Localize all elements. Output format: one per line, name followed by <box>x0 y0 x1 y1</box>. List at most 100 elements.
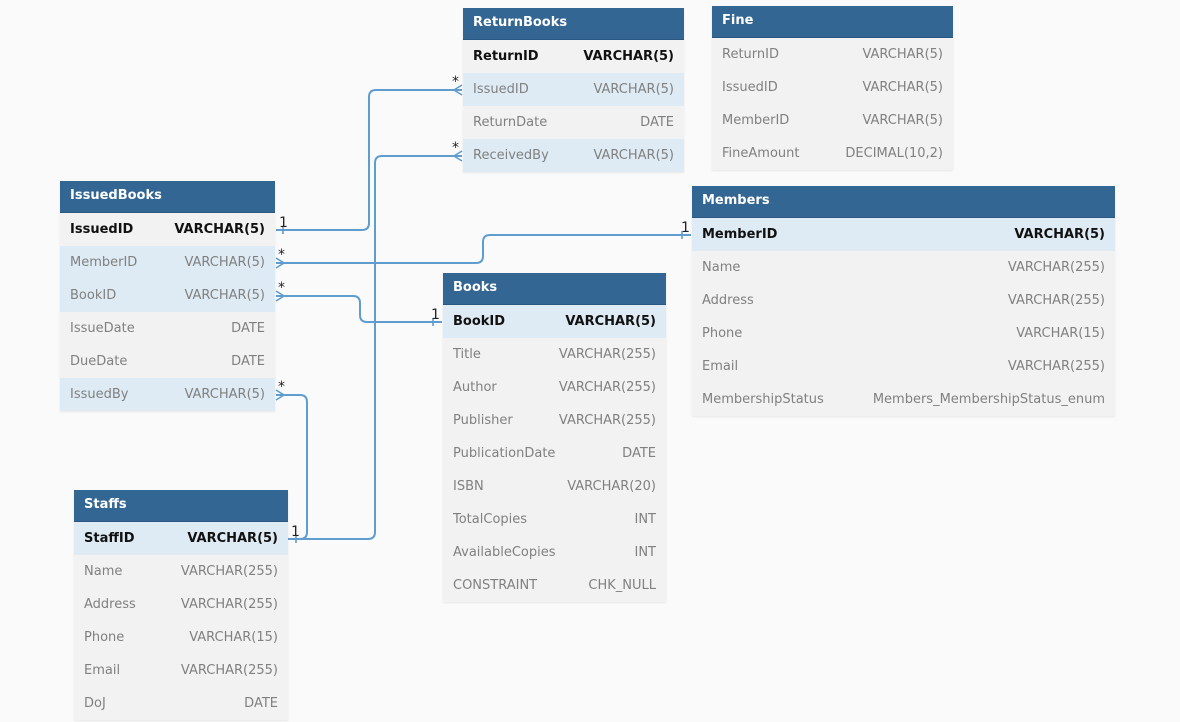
column-row[interactable]: Name VARCHAR(255) <box>74 555 288 588</box>
column-row[interactable]: IssuedID VARCHAR(5) <box>463 73 684 106</box>
column-row[interactable]: IssuedID VARCHAR(5) <box>712 71 953 104</box>
connector-bookid-issuedbooks <box>276 295 442 323</box>
table-fine[interactable]: Fine ReturnID VARCHAR(5) IssuedID VARCHA… <box>712 6 953 170</box>
connector-staffid-issuedby <box>276 394 308 540</box>
table-books[interactable]: Books BookID VARCHAR(5) Title VARCHAR(25… <box>443 273 666 602</box>
column-name: IssuedID <box>70 222 134 237</box>
column-type: VARCHAR(5) <box>184 255 265 270</box>
column-row[interactable]: AvailableCopies INT <box>443 536 666 569</box>
column-row[interactable]: Author VARCHAR(255) <box>443 371 666 404</box>
column-type: VARCHAR(20) <box>567 479 656 494</box>
table-header[interactable]: Staffs <box>74 490 288 522</box>
column-name: CONSTRAINT <box>453 578 538 593</box>
column-row[interactable]: MembershipStatus Members_MembershipStatu… <box>692 383 1115 416</box>
connector-memberid-issuedbooks <box>276 234 691 264</box>
column-row[interactable]: MemberID VARCHAR(5) <box>692 218 1115 251</box>
cardinality-one-label: 1 <box>431 307 440 323</box>
column-row[interactable]: BookID VARCHAR(5) <box>443 305 666 338</box>
table-header[interactable]: Books <box>443 273 666 305</box>
column-type: DATE <box>640 115 674 130</box>
column-row[interactable]: FineAmount DECIMAL(10,2) <box>712 137 953 170</box>
table-header[interactable]: Fine <box>712 6 953 38</box>
column-name: ReturnDate <box>473 115 548 130</box>
column-row[interactable]: ISBN VARCHAR(20) <box>443 470 666 503</box>
column-row[interactable]: DueDate DATE <box>60 345 275 378</box>
column-type: VARCHAR(5) <box>593 148 674 163</box>
column-row[interactable]: Address VARCHAR(255) <box>74 588 288 621</box>
column-type: DATE <box>244 696 278 711</box>
column-name: DueDate <box>70 354 128 369</box>
column-name: Phone <box>84 630 125 645</box>
column-row[interactable]: StaffID VARCHAR(5) <box>74 522 288 555</box>
column-row[interactable]: Email VARCHAR(255) <box>692 350 1115 383</box>
column-name: ReceivedBy <box>473 148 549 163</box>
column-row[interactable]: Phone VARCHAR(15) <box>692 317 1115 350</box>
crowfoot-returnbooks-issuedid <box>452 84 463 96</box>
column-type: Members_MembershipStatus_enum <box>872 392 1105 407</box>
column-name: BookID <box>70 288 117 303</box>
table-returnbooks[interactable]: ReturnBooks ReturnID VARCHAR(5) IssuedID… <box>463 8 684 172</box>
column-row[interactable]: MemberID VARCHAR(5) <box>712 104 953 137</box>
cardinality-one-label: 1 <box>681 220 690 236</box>
column-row[interactable]: ReturnDate DATE <box>463 106 684 139</box>
cardinality-one-label: 1 <box>291 524 300 540</box>
column-row[interactable]: IssuedID VARCHAR(5) <box>60 213 275 246</box>
cardinality-many-label: * <box>452 74 459 90</box>
column-row[interactable]: MemberID VARCHAR(5) <box>60 246 275 279</box>
column-name: IssueDate <box>70 321 135 336</box>
column-row[interactable]: Publisher VARCHAR(255) <box>443 404 666 437</box>
column-name: MemberID <box>702 227 778 242</box>
table-header[interactable]: Members <box>692 186 1115 218</box>
connector-issuedid-returnbooks <box>276 89 462 231</box>
column-row[interactable]: Phone VARCHAR(15) <box>74 621 288 654</box>
column-name: ReturnID <box>722 47 779 62</box>
column-type: DATE <box>231 354 265 369</box>
cardinality-many-label: * <box>278 280 285 296</box>
column-row[interactable]: Email VARCHAR(255) <box>74 654 288 687</box>
table-issuedbooks[interactable]: IssuedBooks IssuedID VARCHAR(5) MemberID… <box>60 181 275 411</box>
column-name: AvailableCopies <box>453 545 556 560</box>
column-name: Address <box>702 293 754 308</box>
column-row[interactable]: TotalCopies INT <box>443 503 666 536</box>
column-row[interactable]: DoJ DATE <box>74 687 288 720</box>
table-staffs[interactable]: Staffs StaffID VARCHAR(5) Name VARCHAR(2… <box>74 490 288 720</box>
column-type: VARCHAR(5) <box>187 531 278 546</box>
column-row[interactable]: BookID VARCHAR(5) <box>60 279 275 312</box>
column-name: Title <box>453 347 481 362</box>
table-header[interactable]: ReturnBooks <box>463 8 684 40</box>
column-type: VARCHAR(5) <box>184 387 265 402</box>
cardinality-many-label: * <box>278 247 285 263</box>
column-type: VARCHAR(5) <box>862 80 943 95</box>
column-row[interactable]: CONSTRAINT CHK_NULL <box>443 569 666 602</box>
column-name: IssuedID <box>473 82 529 97</box>
column-row[interactable]: ReceivedBy VARCHAR(5) <box>463 139 684 172</box>
column-type: VARCHAR(5) <box>862 47 943 62</box>
column-name: StaffID <box>84 531 135 546</box>
column-type: CHK_NULL <box>588 578 656 593</box>
column-row[interactable]: Name VARCHAR(255) <box>692 251 1115 284</box>
column-row[interactable]: IssueDate DATE <box>60 312 275 345</box>
column-type: VARCHAR(255) <box>558 380 656 395</box>
column-type: VARCHAR(255) <box>1007 260 1105 275</box>
column-name: MembershipStatus <box>702 392 824 407</box>
column-type: VARCHAR(15) <box>189 630 278 645</box>
column-type: DECIMAL(10,2) <box>845 146 943 161</box>
column-row[interactable]: Title VARCHAR(255) <box>443 338 666 371</box>
column-row[interactable]: PublicationDate DATE <box>443 437 666 470</box>
column-type: VARCHAR(5) <box>593 82 674 97</box>
column-row[interactable]: ReturnID VARCHAR(5) <box>712 38 953 71</box>
column-type: VARCHAR(255) <box>180 597 278 612</box>
column-row[interactable]: Address VARCHAR(255) <box>692 284 1115 317</box>
column-name: MemberID <box>722 113 790 128</box>
table-members[interactable]: Members MemberID VARCHAR(5) Name VARCHAR… <box>692 186 1115 416</box>
cardinality-many-label: * <box>278 379 285 395</box>
column-name: ISBN <box>453 479 484 494</box>
table-header[interactable]: IssuedBooks <box>60 181 275 213</box>
connector-staffid-receivedby <box>288 155 462 540</box>
column-row[interactable]: ReturnID VARCHAR(5) <box>463 40 684 73</box>
column-row[interactable]: IssuedBy VARCHAR(5) <box>60 378 275 411</box>
column-type: VARCHAR(5) <box>862 113 943 128</box>
column-name: Address <box>84 597 136 612</box>
